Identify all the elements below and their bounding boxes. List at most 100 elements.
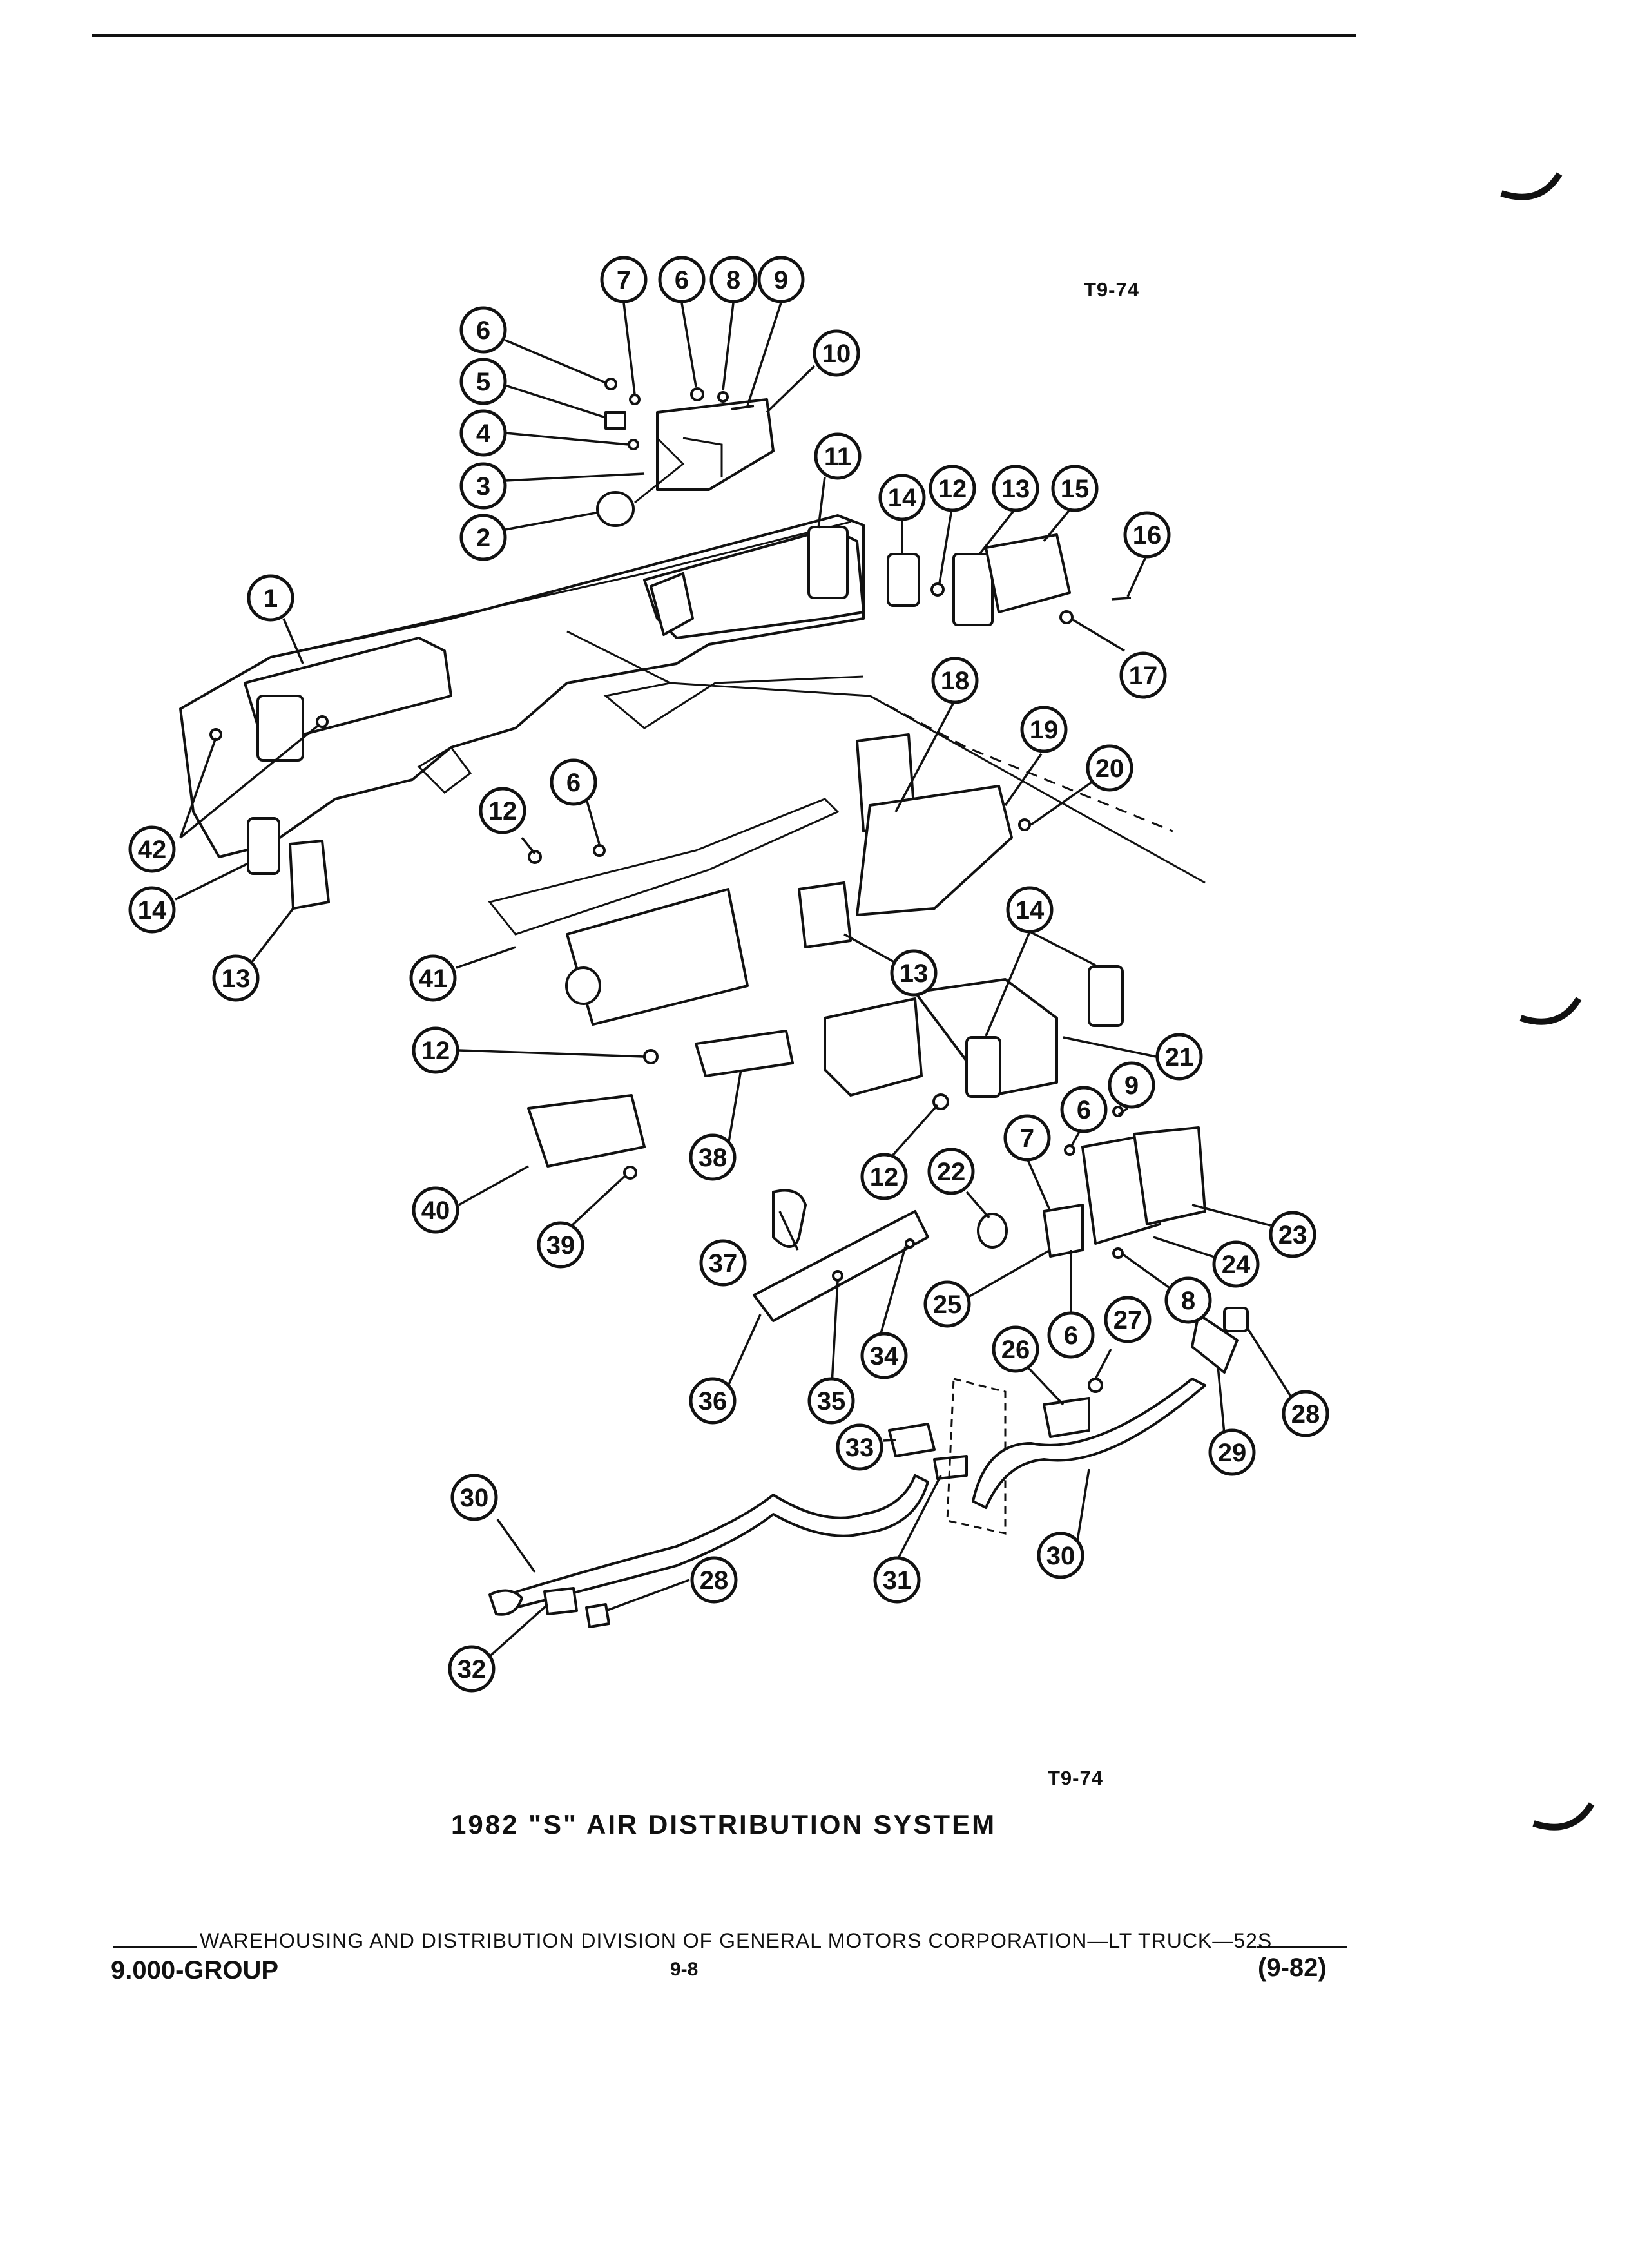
callout-24: 24: [1212, 1240, 1260, 1288]
clip-12-top: [930, 582, 945, 597]
leader-19: [1004, 753, 1043, 807]
callout-7: 7: [600, 256, 648, 303]
callout-34: 34: [860, 1332, 908, 1379]
svg-text:34: 34: [870, 1342, 899, 1370]
leader-8: [722, 302, 735, 391]
svg-text:11: 11: [824, 443, 851, 471]
svg-text:31: 31: [883, 1566, 912, 1595]
leader-13-center: [843, 933, 903, 968]
callout-13: 13: [212, 954, 260, 1002]
svg-text:1: 1: [264, 584, 278, 613]
clamp-28-left-b: [585, 1603, 610, 1628]
svg-text:28: 28: [700, 1566, 729, 1595]
svg-text:30: 30: [460, 1484, 489, 1512]
callout-14: 14: [1006, 886, 1054, 934]
footer-rule-left: [113, 1946, 197, 1948]
callout-6: 6: [459, 306, 507, 354]
outlet-15: [985, 533, 1071, 613]
valve-29: [1191, 1313, 1239, 1374]
callout-5: 5: [459, 358, 507, 405]
leader-30-left: [496, 1518, 536, 1573]
svg-text:13: 13: [1001, 475, 1030, 503]
leader-38: [727, 1069, 742, 1146]
svg-text:20: 20: [1095, 754, 1124, 783]
svg-text:38: 38: [699, 1144, 728, 1172]
fitting-33: [888, 1423, 936, 1457]
svg-text:9: 9: [774, 266, 788, 294]
callout-6: 6: [658, 256, 706, 303]
callout-28: 28: [690, 1556, 738, 1604]
leader-3: [505, 472, 645, 482]
callout-29: 29: [1208, 1428, 1256, 1476]
callout-13: 13: [890, 949, 938, 997]
callout-30: 30: [450, 1474, 498, 1521]
hose-37: [772, 1189, 807, 1248]
svg-text:29: 29: [1218, 1439, 1247, 1467]
outlet-14-top: [887, 553, 920, 607]
callout-9: 9: [757, 256, 805, 303]
figure-title: 1982 "S" AIR DISTRIBUTION SYSTEM: [451, 1809, 997, 1840]
callout-4: 4: [459, 409, 507, 457]
svg-text:28: 28: [1291, 1400, 1320, 1428]
center-duct-assembly: [488, 733, 1124, 1110]
figure-ref-bottom: T9-74: [1048, 1767, 1103, 1789]
leader-14-center: [985, 931, 1031, 1037]
top-rule: [92, 34, 1356, 37]
right-outlets: [887, 533, 1132, 626]
leader-27: [1094, 1349, 1112, 1379]
footer-publisher-line: WAREHOUSING AND DISTRIBUTION DIVISION OF…: [200, 1929, 1273, 1952]
hose-outline: [946, 1378, 1007, 1535]
grille-35: [832, 1270, 843, 1282]
callout-2: 2: [459, 514, 507, 561]
seal-13-center: [798, 881, 852, 948]
callout-16: 16: [1123, 511, 1171, 559]
svg-text:6: 6: [476, 316, 490, 345]
svg-text:27: 27: [1113, 1306, 1142, 1334]
screw-9-right: [1112, 1106, 1124, 1117]
footer-group: 9.000-GROUP: [111, 1956, 279, 1984]
svg-text:24: 24: [1222, 1251, 1251, 1279]
leader-11: [817, 476, 826, 529]
scan-mark-bottom: [1532, 1802, 1595, 1831]
callout-39: 39: [537, 1221, 584, 1269]
leader-12-mid: [521, 836, 536, 855]
svg-text:14: 14: [888, 484, 917, 512]
svg-text:12: 12: [870, 1163, 899, 1191]
svg-text:22: 22: [937, 1158, 966, 1186]
cable-3: [634, 437, 685, 504]
footer-date: (9-82): [1258, 1954, 1327, 1982]
callout-12: 12: [479, 787, 526, 834]
footer-rule-right: [1257, 1946, 1347, 1948]
leader-36: [723, 1314, 762, 1395]
seal-31: [933, 1455, 968, 1480]
svg-text:14: 14: [138, 896, 167, 925]
screw-42b: [316, 715, 329, 728]
scan-mark-middle: [1519, 997, 1582, 1025]
callout-32: 32: [448, 1645, 496, 1693]
control-head-assembly: [527, 1094, 646, 1180]
duct-36: [753, 1210, 929, 1322]
grommet-2: [596, 491, 635, 527]
leader-4: [505, 432, 630, 446]
screw-9: [731, 405, 755, 410]
callout-22: 22: [927, 1148, 975, 1195]
footer-page-number: 9-8: [670, 1959, 699, 1980]
callout-8: 8: [1164, 1276, 1212, 1324]
svg-text:6: 6: [1064, 1321, 1078, 1350]
leader-13-left: [246, 907, 294, 969]
callout-3: 3: [459, 462, 507, 510]
svg-text:8: 8: [726, 266, 740, 294]
leader-42a: [179, 737, 217, 838]
leader-12-top: [938, 505, 954, 584]
leader-5: [505, 384, 606, 419]
callout-10: 10: [813, 329, 860, 377]
bezel-13-top: [952, 553, 994, 626]
clip-12-mid: [528, 850, 542, 864]
nut-8-right: [1112, 1247, 1124, 1259]
svg-text:12: 12: [938, 475, 967, 503]
leader-25: [962, 1249, 1051, 1302]
dash-cut-line: [566, 630, 864, 729]
screw-6b: [690, 387, 704, 401]
leader-18: [894, 702, 955, 812]
svg-text:26: 26: [1001, 1336, 1030, 1364]
